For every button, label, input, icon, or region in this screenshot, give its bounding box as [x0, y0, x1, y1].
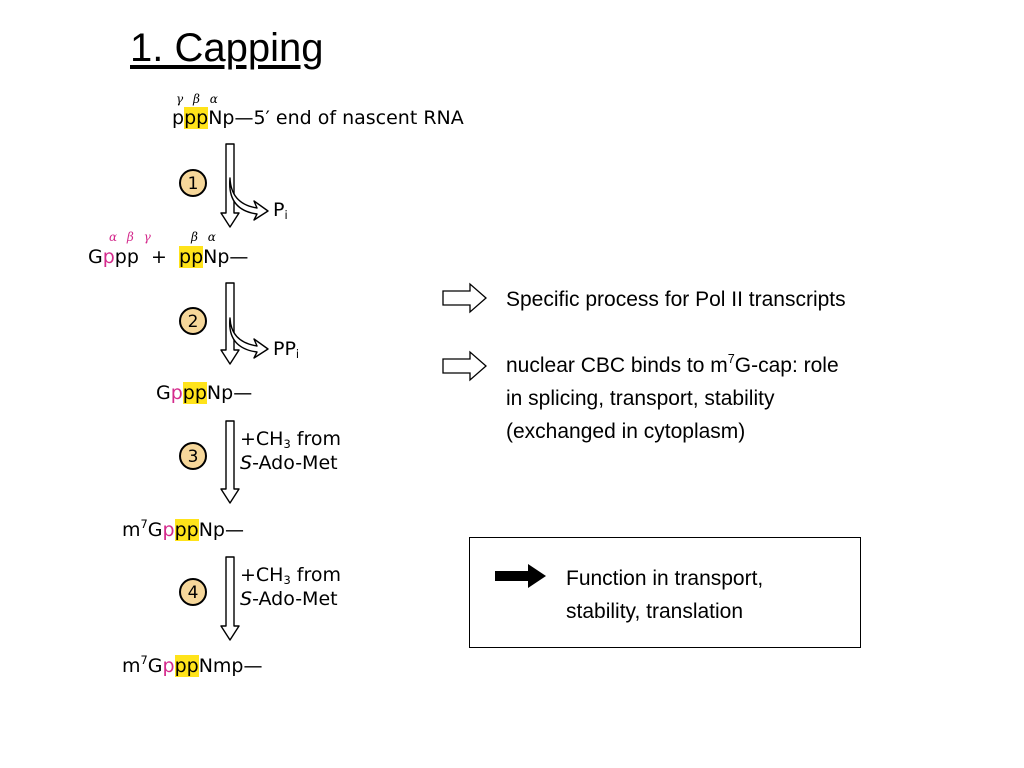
step1-product-pi: Pi — [273, 199, 288, 222]
step4-methyl-donor: +CH3 from S-Ado-Met — [240, 564, 341, 610]
step1-branch-arrow — [229, 177, 269, 221]
slide-title: 1. Capping — [130, 26, 324, 70]
bullet-cbc-binding: nuclear CBC binds to m7G-cap: role in sp… — [506, 352, 839, 443]
greek-labels-gtp: α β γ — [109, 230, 154, 244]
solid-arrow-icon — [495, 564, 546, 588]
m7g-cap-0: m7GpppNp— — [122, 517, 244, 541]
function-box-text: Function in transport, stability, transl… — [566, 567, 764, 623]
reaction-arrows — [220, 143, 269, 641]
step3-methyl-donor: +CH3 from S-Ado-Met — [240, 428, 341, 474]
step-2-circle: 2 — [179, 307, 207, 335]
gpppnp-intermediate: GpppNp— — [156, 382, 253, 404]
bullet-pol-ii-specific: Specific process for Pol II transcripts — [506, 288, 846, 311]
m7g-cap-1: m7GpppNmp— — [122, 653, 263, 677]
step-1-circle: 1 — [179, 169, 207, 197]
bullet-arrow-icon — [442, 350, 487, 382]
nascent-rna-end: pppNp—5′ end of nascent RNA — [172, 107, 464, 129]
step-4-circle: 4 — [179, 578, 207, 606]
function-box — [469, 537, 861, 648]
step2-branch-arrow — [229, 317, 269, 359]
step4-down-arrow — [220, 556, 240, 641]
step-3-circle: 3 — [179, 442, 207, 470]
step2-product-ppi: PPi — [273, 338, 300, 361]
bullet-arrow-icon — [442, 282, 487, 314]
gtp-plus-rna: Gppp + ppNp— — [88, 246, 249, 268]
greek-labels-rna: γ β α — [176, 92, 221, 106]
step3-down-arrow — [220, 420, 240, 504]
greek-labels-rna-diphosphate: β α — [191, 230, 219, 244]
